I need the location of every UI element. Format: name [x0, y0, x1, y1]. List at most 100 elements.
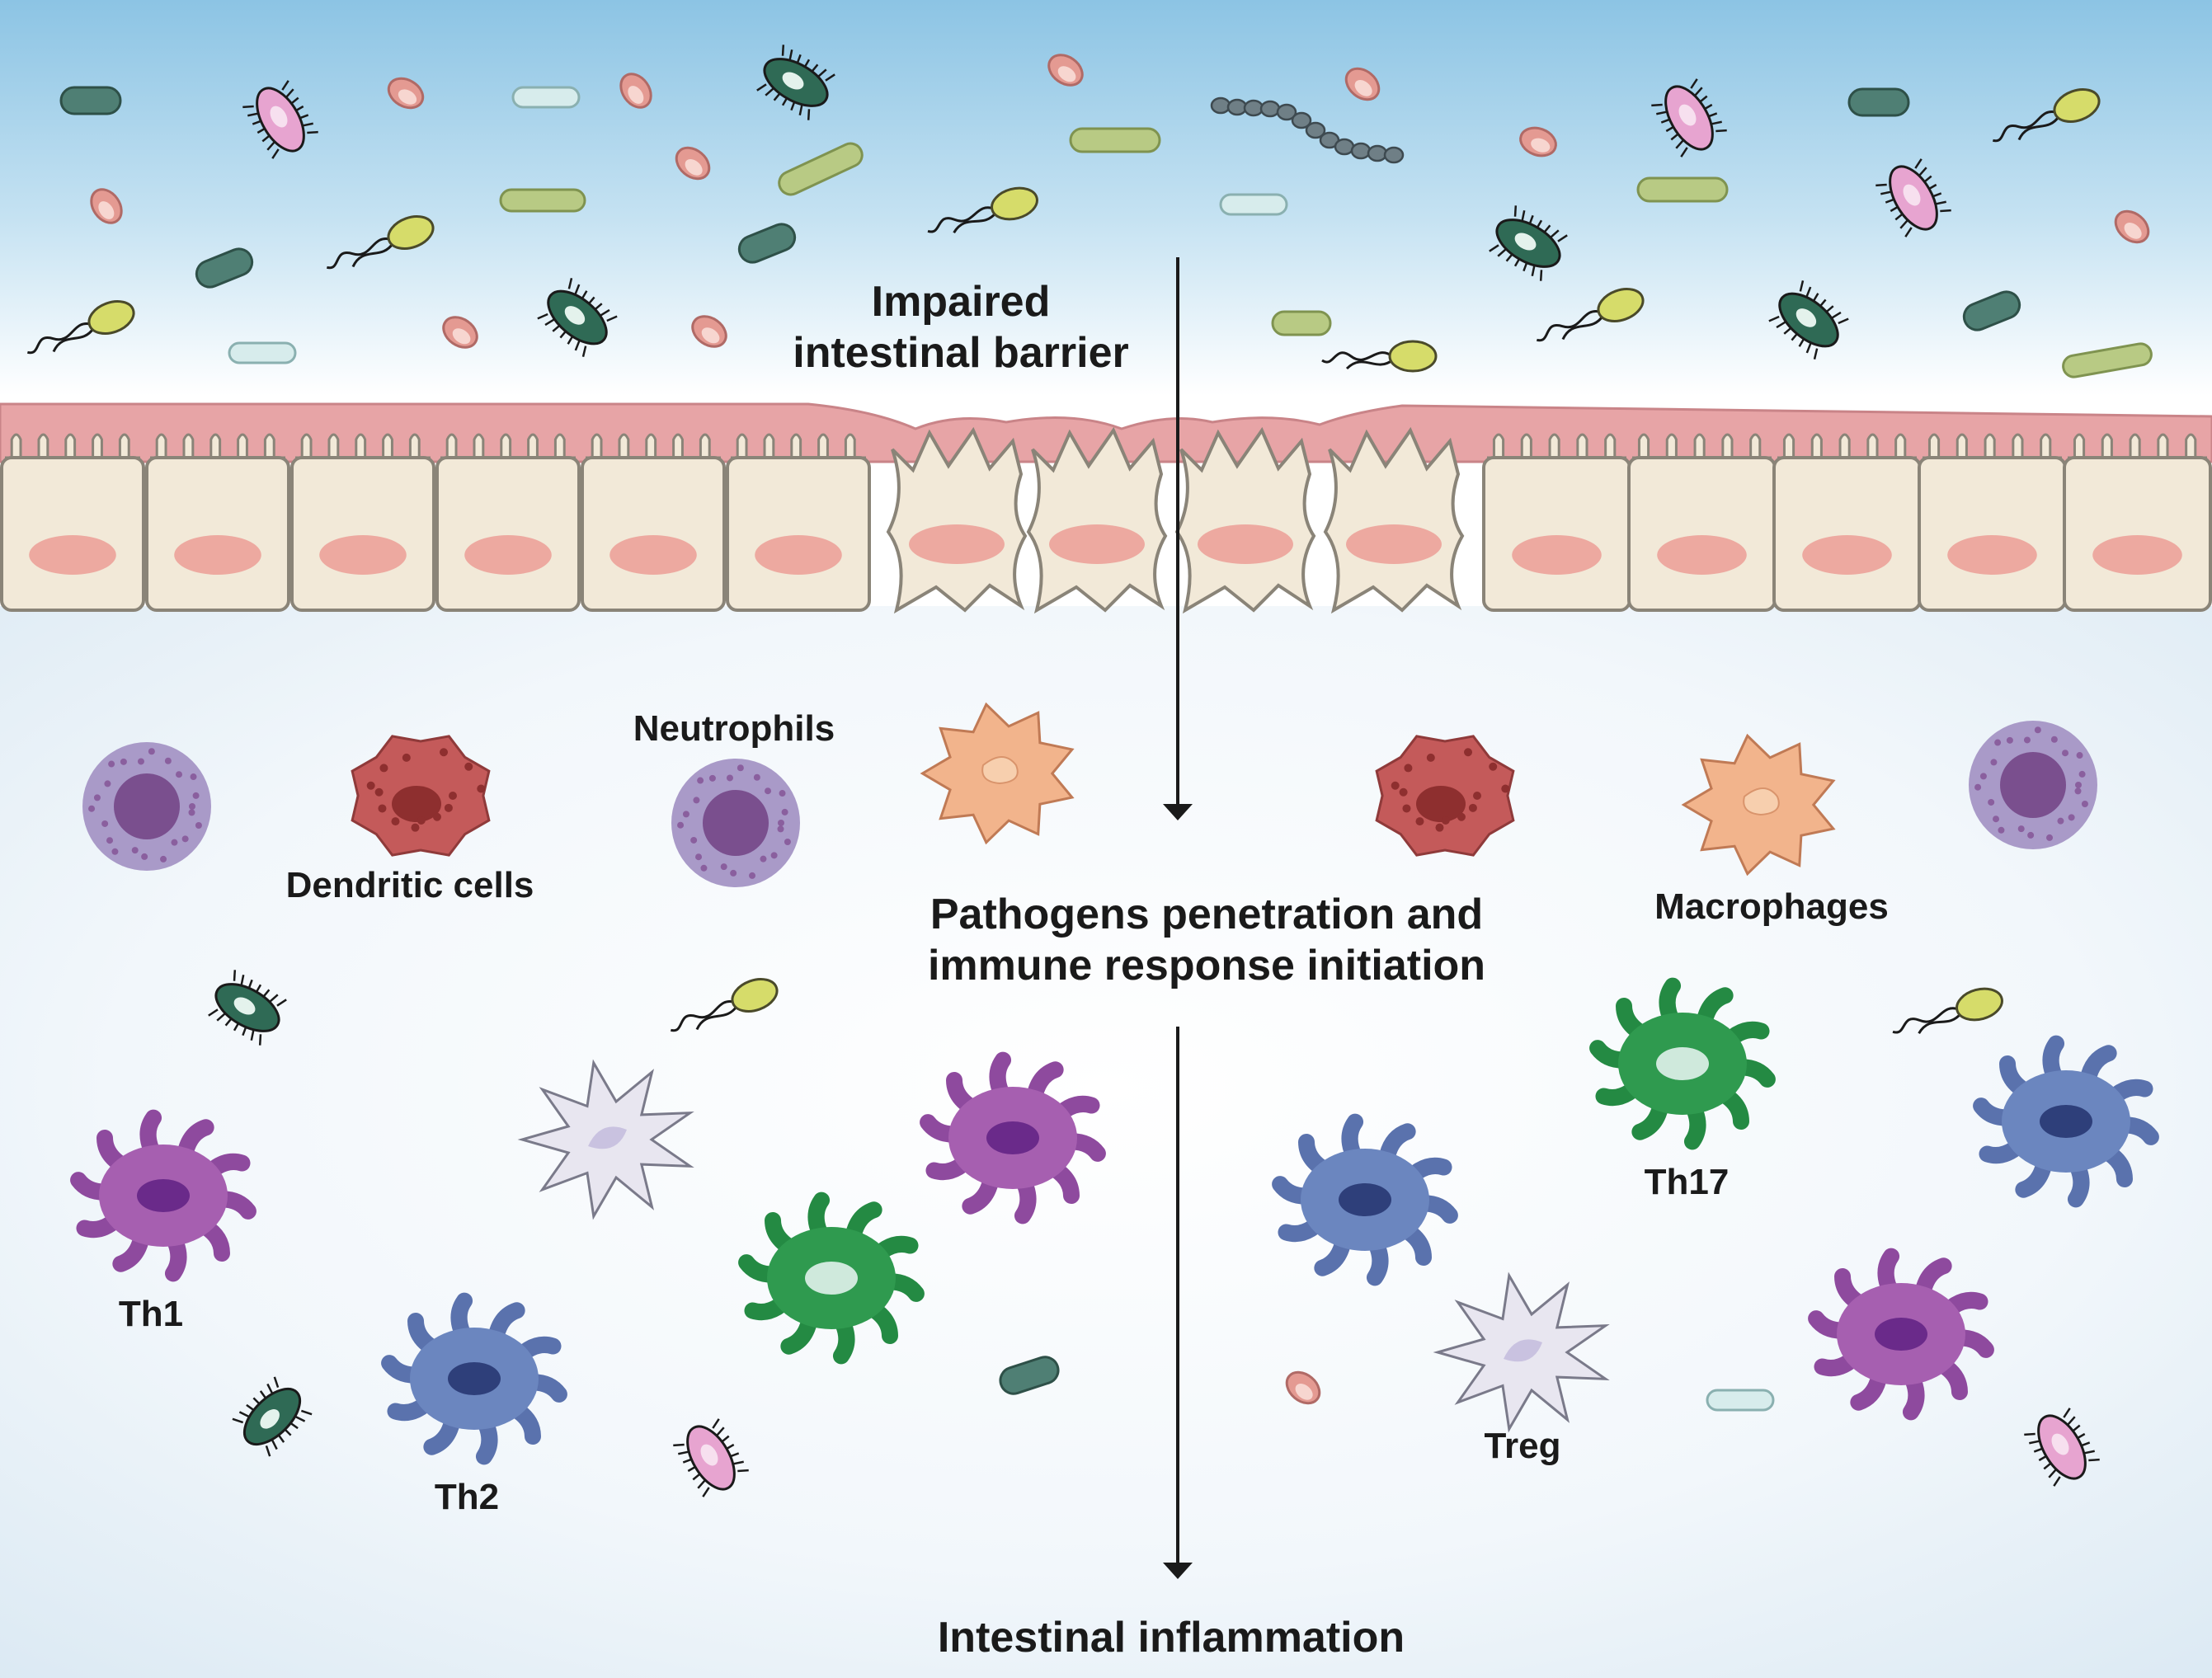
cell-nucleus [174, 535, 261, 575]
microvilli [586, 433, 721, 459]
flagellated-bacterium [1892, 987, 2003, 1035]
macrophage [920, 702, 1075, 845]
mucus-layer [0, 402, 2212, 463]
spiky-bacterium [1651, 78, 1727, 157]
cell-body [1482, 456, 1631, 612]
microvilli [1777, 433, 1917, 459]
microvilli [731, 433, 866, 459]
t-cell [738, 1192, 925, 1365]
t-cell [381, 1292, 567, 1465]
microvilli [1487, 433, 1626, 459]
spiky-bacterium [208, 970, 287, 1046]
cell-nucleus [909, 524, 1005, 564]
arrowhead-2 [1163, 1563, 1193, 1579]
cell-nucleus [1346, 524, 1442, 564]
microvilli [5, 433, 140, 459]
coccus-bacterium [90, 188, 123, 224]
th2-label: Th2 [434, 1477, 500, 1517]
damaged-epithelial-cell [1026, 426, 1168, 614]
cell-body [1174, 426, 1316, 614]
th17-label: Th17 [1644, 1162, 1730, 1202]
microvilli [1923, 433, 2062, 459]
epithelial-cell [0, 433, 145, 612]
step2-label: Pathogens penetration and immune respons… [928, 889, 1485, 992]
cell-nucleus [464, 535, 552, 575]
cell-nucleus [1512, 535, 1602, 575]
microvilli [295, 433, 431, 459]
epithelial-cell [726, 433, 871, 612]
step3-label: Intestinal inflammation [937, 1614, 1405, 1662]
rod-bacterium [228, 341, 297, 364]
cell-body [1323, 426, 1465, 614]
epithelial-cell [145, 433, 290, 612]
epithelial-cell [290, 433, 435, 612]
cell-nucleus [29, 535, 116, 575]
rod-bacterium [1271, 310, 1332, 336]
microvilli [1632, 433, 1772, 459]
flagellated-bacterium [1536, 288, 1645, 342]
macrophages-label: Macrophages [1654, 886, 1889, 927]
flagellated-bacterium [326, 215, 435, 270]
t-cell [1973, 1035, 2159, 1208]
coccus-bacterium [2114, 209, 2150, 244]
cell-body [2063, 456, 2212, 612]
coccus-bacterium [1285, 1370, 1321, 1405]
rod-bacterium [499, 188, 586, 213]
flagellated-bacterium [1321, 340, 1438, 373]
treg-cell [517, 1059, 694, 1220]
coccus-bacterium [619, 73, 652, 109]
epithelial-cell [1482, 433, 1631, 612]
spiky-bacterium [673, 1418, 749, 1497]
rod-bacterium [737, 223, 797, 264]
step1-label: Impaired intestinal barrier [793, 276, 1128, 379]
rod-bacterium [1706, 1389, 1775, 1412]
spiky-bacterium [1489, 205, 1568, 281]
spiky-bacterium [537, 278, 618, 357]
arrowhead-1 [1163, 804, 1193, 820]
damaged-epithelial-cell [1323, 426, 1465, 614]
cell-body [0, 456, 145, 612]
flagellated-bacterium [26, 300, 135, 355]
epithelial-cell [1772, 433, 1922, 612]
rod-bacterium [195, 247, 254, 289]
rod-bacterium [59, 86, 122, 115]
dendritic-cell [1375, 735, 1515, 857]
coccus-bacterium [1047, 54, 1084, 87]
tissue-background [0, 606, 2212, 1678]
cell-nucleus [1049, 524, 1145, 564]
dendritic-cells-label: Dendritic cells [285, 865, 534, 905]
epithelial-cell [435, 433, 581, 612]
neutrophil [82, 742, 211, 871]
rod-bacterium [1847, 87, 1910, 117]
coccus-bacterium [675, 146, 711, 181]
microvilli [150, 433, 285, 459]
neutrophils-label: Neutrophils [633, 708, 835, 749]
treg-label: Treg [1484, 1426, 1561, 1466]
flagellated-bacterium [927, 186, 1038, 234]
t-cell [1808, 1248, 1994, 1421]
flagellated-bacterium [1992, 88, 2101, 143]
cell-body [435, 456, 581, 612]
th1-label: Th1 [118, 1294, 184, 1334]
microvilli [440, 433, 576, 459]
epithelial-cell [1627, 433, 1777, 612]
flagellated-bacterium [670, 978, 779, 1032]
cell-nucleus [609, 535, 697, 575]
cell-body [886, 426, 1028, 614]
lumen-background [0, 0, 2212, 396]
spiky-bacterium [1768, 280, 1849, 360]
spiky-bacterium [242, 80, 318, 159]
epithelial-cell [1918, 433, 2067, 612]
t-cell [70, 1109, 256, 1282]
rod-bacterium [1636, 176, 1729, 203]
rod-bacterium [1069, 127, 1161, 153]
t-cell [1272, 1113, 1458, 1286]
rod-bacterium [1219, 193, 1288, 216]
t-cell [1589, 977, 1776, 1150]
cell-nucleus [1198, 524, 1293, 564]
cell-nucleus [755, 535, 842, 575]
cell-nucleus [2092, 535, 2182, 575]
spiky-bacterium [232, 1376, 313, 1457]
cell-body [581, 456, 726, 612]
